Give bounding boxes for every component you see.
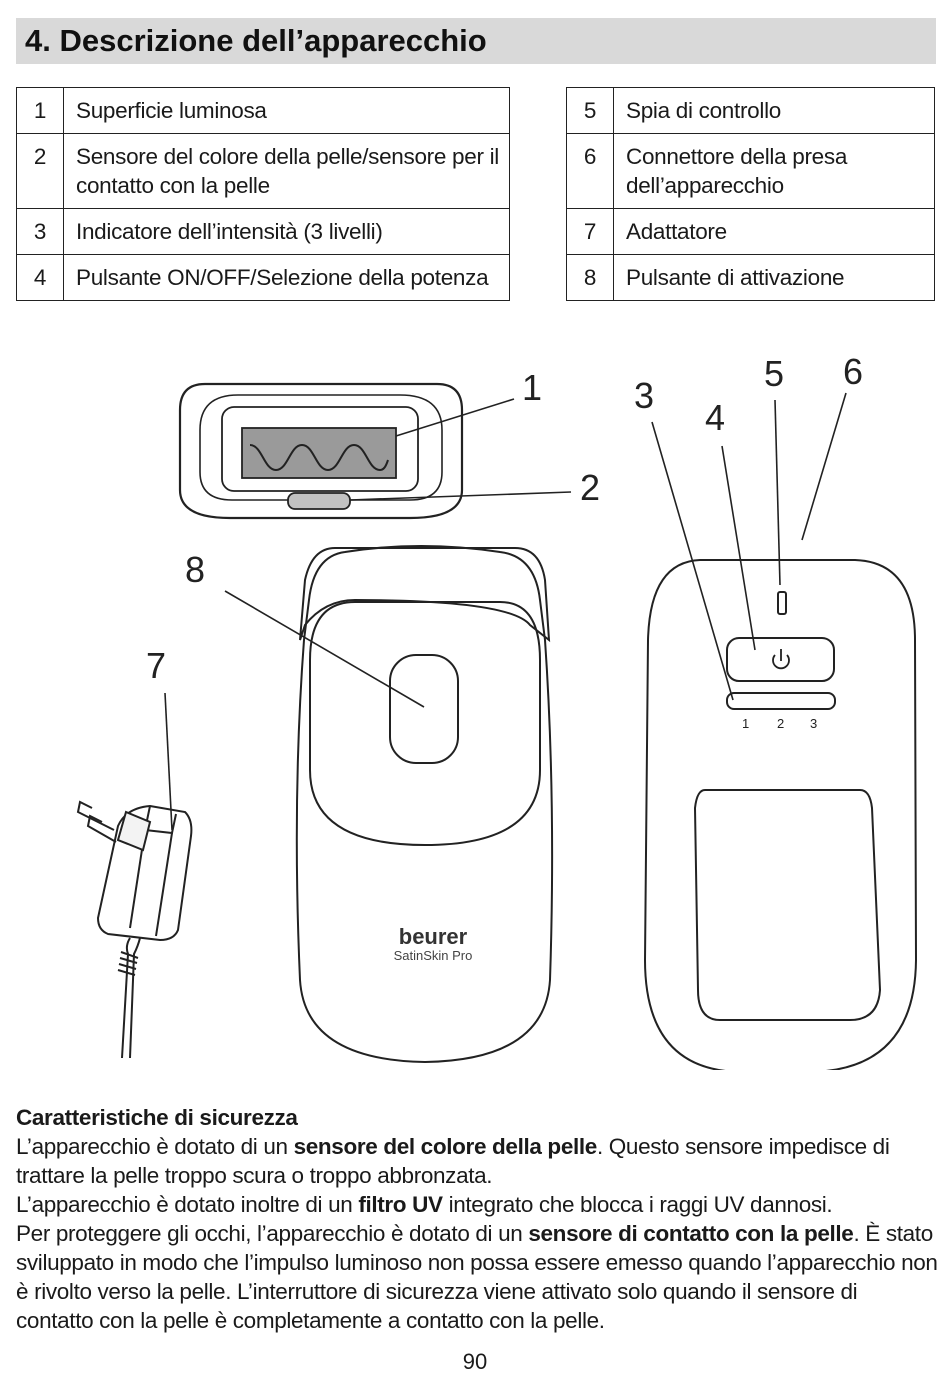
part-number: 7 xyxy=(566,208,614,255)
power-icon xyxy=(772,649,790,670)
part-label: Spia di controllo xyxy=(613,87,935,134)
part-label: Pulsante di attivazione xyxy=(613,254,935,301)
safety-heading: Caratteristiche di sicurezza xyxy=(16,1105,298,1130)
part-label: Pulsante ON/OFF/Selezione della potenza xyxy=(63,254,510,301)
part-label: Adattatore xyxy=(613,208,935,255)
part-number: 1 xyxy=(16,87,64,134)
parts-row: 8 Pulsante di attivazione xyxy=(566,254,935,301)
part-number: 4 xyxy=(16,254,64,301)
parts-table-right: 5 Spia di controllo 6 Connettore della p… xyxy=(566,87,935,301)
page-number: 90 xyxy=(462,1349,488,1374)
callout-1: 1 xyxy=(522,367,542,408)
light-surface xyxy=(241,427,397,479)
parts-row: 2 Sensore del colore della pelle/sensore… xyxy=(16,133,510,209)
parts-row: 5 Spia di controllo xyxy=(566,87,935,134)
wave-icon xyxy=(249,443,389,472)
power-button xyxy=(726,637,835,682)
safety-paragraph-contact-sensor: Per proteggere gli occhi, l’apparecchio … xyxy=(16,1221,938,1333)
intensity-level-3: 3 xyxy=(810,716,817,731)
section-title: 4. Descrizione dell’apparecchio xyxy=(16,18,936,64)
brand-logo: beurer xyxy=(399,924,468,949)
model-name: SatinSkin Pro xyxy=(394,948,473,963)
control-light xyxy=(777,591,787,615)
part-label: Connettore della presa dell’apparecchio xyxy=(613,133,935,209)
part-number: 3 xyxy=(16,208,64,255)
callout-3: 3 xyxy=(634,375,654,416)
safety-section: Caratteristiche di sicurezza L’apparecch… xyxy=(16,1103,938,1335)
device-front xyxy=(295,545,554,1064)
parts-row: 7 Adattatore xyxy=(566,208,935,255)
parts-row: 1 Superficie luminosa xyxy=(16,87,510,134)
device-back xyxy=(643,559,918,1070)
callout-2: 2 xyxy=(580,467,600,508)
intensity-indicator xyxy=(726,692,836,710)
callout-4: 4 xyxy=(705,397,725,438)
part-label: Superficie luminosa xyxy=(63,87,510,134)
adapter xyxy=(76,800,193,1059)
device-head xyxy=(178,382,464,520)
safety-paragraph-uv-filter: L’apparecchio è dotato inoltre di un fil… xyxy=(16,1192,833,1217)
part-label: Indicatore dell’intensità (3 livelli) xyxy=(63,208,510,255)
callout-7: 7 xyxy=(146,645,166,686)
callout-8: 8 xyxy=(185,549,205,590)
intensity-level-2: 2 xyxy=(777,716,784,731)
part-number: 2 xyxy=(16,133,64,209)
safety-paragraph-skin-color: L’apparecchio è dotato di un sensore del… xyxy=(16,1134,890,1188)
callout-6: 6 xyxy=(843,351,863,392)
parts-row: 4 Pulsante ON/OFF/Selezione della potenz… xyxy=(16,254,510,301)
intensity-level-1: 1 xyxy=(742,716,749,731)
activation-button xyxy=(389,654,459,764)
device-illustration: 1 2 3 4 5 6 7 8 1 2 3 beurer SatinSkin P… xyxy=(76,351,918,1070)
leader-lines xyxy=(164,392,847,831)
part-number: 8 xyxy=(566,254,614,301)
part-label: Sensore del colore della pelle/sensore p… xyxy=(63,133,510,209)
skin-sensor xyxy=(287,492,351,510)
parts-row: 3 Indicatore dell’intensità (3 livelli) xyxy=(16,208,510,255)
callout-5: 5 xyxy=(764,353,784,394)
part-number: 6 xyxy=(566,133,614,209)
parts-table-left: 1 Superficie luminosa 2 Sensore del colo… xyxy=(16,87,510,301)
parts-row: 6 Connettore della presa dell’apparecchi… xyxy=(566,133,935,209)
part-number: 5 xyxy=(566,87,614,134)
